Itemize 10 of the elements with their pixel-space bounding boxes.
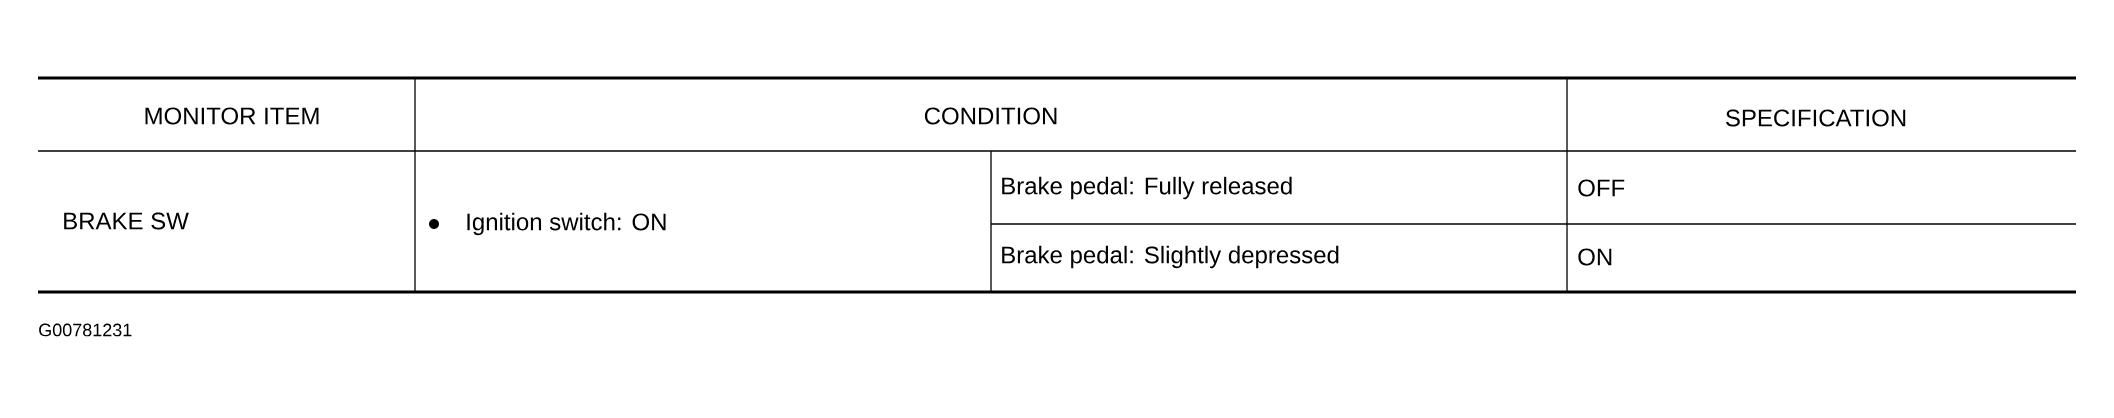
table-cell: BRAKE SW <box>64 212 189 230</box>
header-cell: MONITOR ITEM <box>145 107 319 125</box>
header-cell: SPECIFICATION <box>1726 109 1906 127</box>
table-cell: Brake pedal: Fully released <box>1002 176 1292 200</box>
header-cell: CONDITION <box>924 107 1057 125</box>
table-cell: ON <box>1578 248 1612 266</box>
figure-code: G00781231 <box>39 323 132 337</box>
table-cell: Ignition switch: ON <box>429 212 666 236</box>
table-cell: OFF <box>1578 179 1625 197</box>
table-cell: Brake pedal: Slightly depressed <box>1002 245 1339 269</box>
